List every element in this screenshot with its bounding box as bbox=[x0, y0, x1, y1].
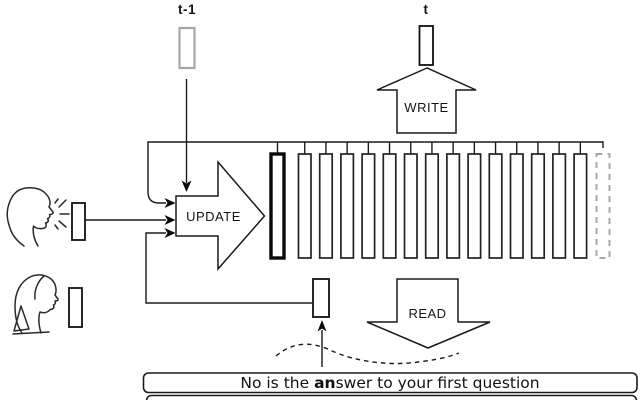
speaking-person-icon bbox=[6, 187, 70, 247]
arrowhead-down-icon bbox=[181, 180, 192, 192]
arrowhead-right-icon bbox=[164, 228, 176, 238]
memory-slot bbox=[446, 153, 461, 259]
write-arrow bbox=[376, 67, 477, 134]
memory-slot bbox=[488, 153, 503, 259]
memory-bank bbox=[269, 142, 611, 260]
memory-slot bbox=[297, 153, 312, 259]
time-label-t: t bbox=[423, 2, 429, 17]
arrowhead-right-icon bbox=[164, 198, 176, 208]
memory-slot bbox=[340, 153, 355, 259]
sentence-box bbox=[142, 372, 638, 394]
speech-lines-icon bbox=[54, 198, 70, 230]
memory-slot bbox=[424, 153, 440, 259]
memory-slot bbox=[467, 153, 482, 259]
attention-wave bbox=[275, 343, 460, 365]
hair-line bbox=[34, 275, 45, 300]
memory-slot bbox=[530, 153, 546, 259]
sentence-suffix: swer to your first question bbox=[335, 374, 540, 392]
memory-slot bbox=[509, 153, 524, 259]
memory-slot bbox=[573, 153, 588, 259]
sentence-bold-part: an bbox=[314, 374, 336, 392]
time-label-t-minus-1: t-1 bbox=[178, 2, 196, 17]
output-state-t-box bbox=[418, 25, 434, 66]
read-arrow bbox=[366, 278, 491, 349]
arrowhead-up-icon bbox=[317, 320, 327, 332]
listener-person-icon bbox=[12, 274, 59, 335]
update-arrow bbox=[175, 159, 266, 271]
feedback-line bbox=[145, 232, 313, 304]
hidden-state-t-minus-1-box bbox=[178, 26, 196, 70]
sentence-prefix: No is the bbox=[240, 374, 315, 392]
ponytail-shape bbox=[13, 305, 30, 332]
memory-slot bbox=[403, 153, 418, 259]
arrowhead-right-icon bbox=[164, 215, 176, 225]
memory-slots-regular bbox=[297, 142, 588, 259]
next-sentence-box bbox=[145, 394, 638, 400]
read-output-box bbox=[312, 278, 330, 318]
person-head-path bbox=[14, 274, 59, 334]
person-head-path bbox=[6, 187, 54, 247]
shoulder-line bbox=[12, 331, 50, 335]
memory-slot-active bbox=[269, 152, 286, 260]
sentence-text: No is the answer to your first question bbox=[143, 373, 637, 393]
read-label: READ bbox=[408, 306, 447, 321]
speaker-utterance-box bbox=[71, 202, 86, 241]
memory-slot bbox=[361, 153, 376, 259]
memory-container-line bbox=[147, 141, 604, 204]
memory-slot bbox=[382, 153, 397, 259]
memory-slot bbox=[318, 153, 334, 259]
memory-slot bbox=[552, 153, 567, 259]
memory-slot-future-dashed bbox=[595, 153, 611, 259]
update-label: UPDATE bbox=[186, 209, 241, 224]
listener-box bbox=[68, 287, 83, 328]
write-label: WRITE bbox=[404, 100, 449, 115]
